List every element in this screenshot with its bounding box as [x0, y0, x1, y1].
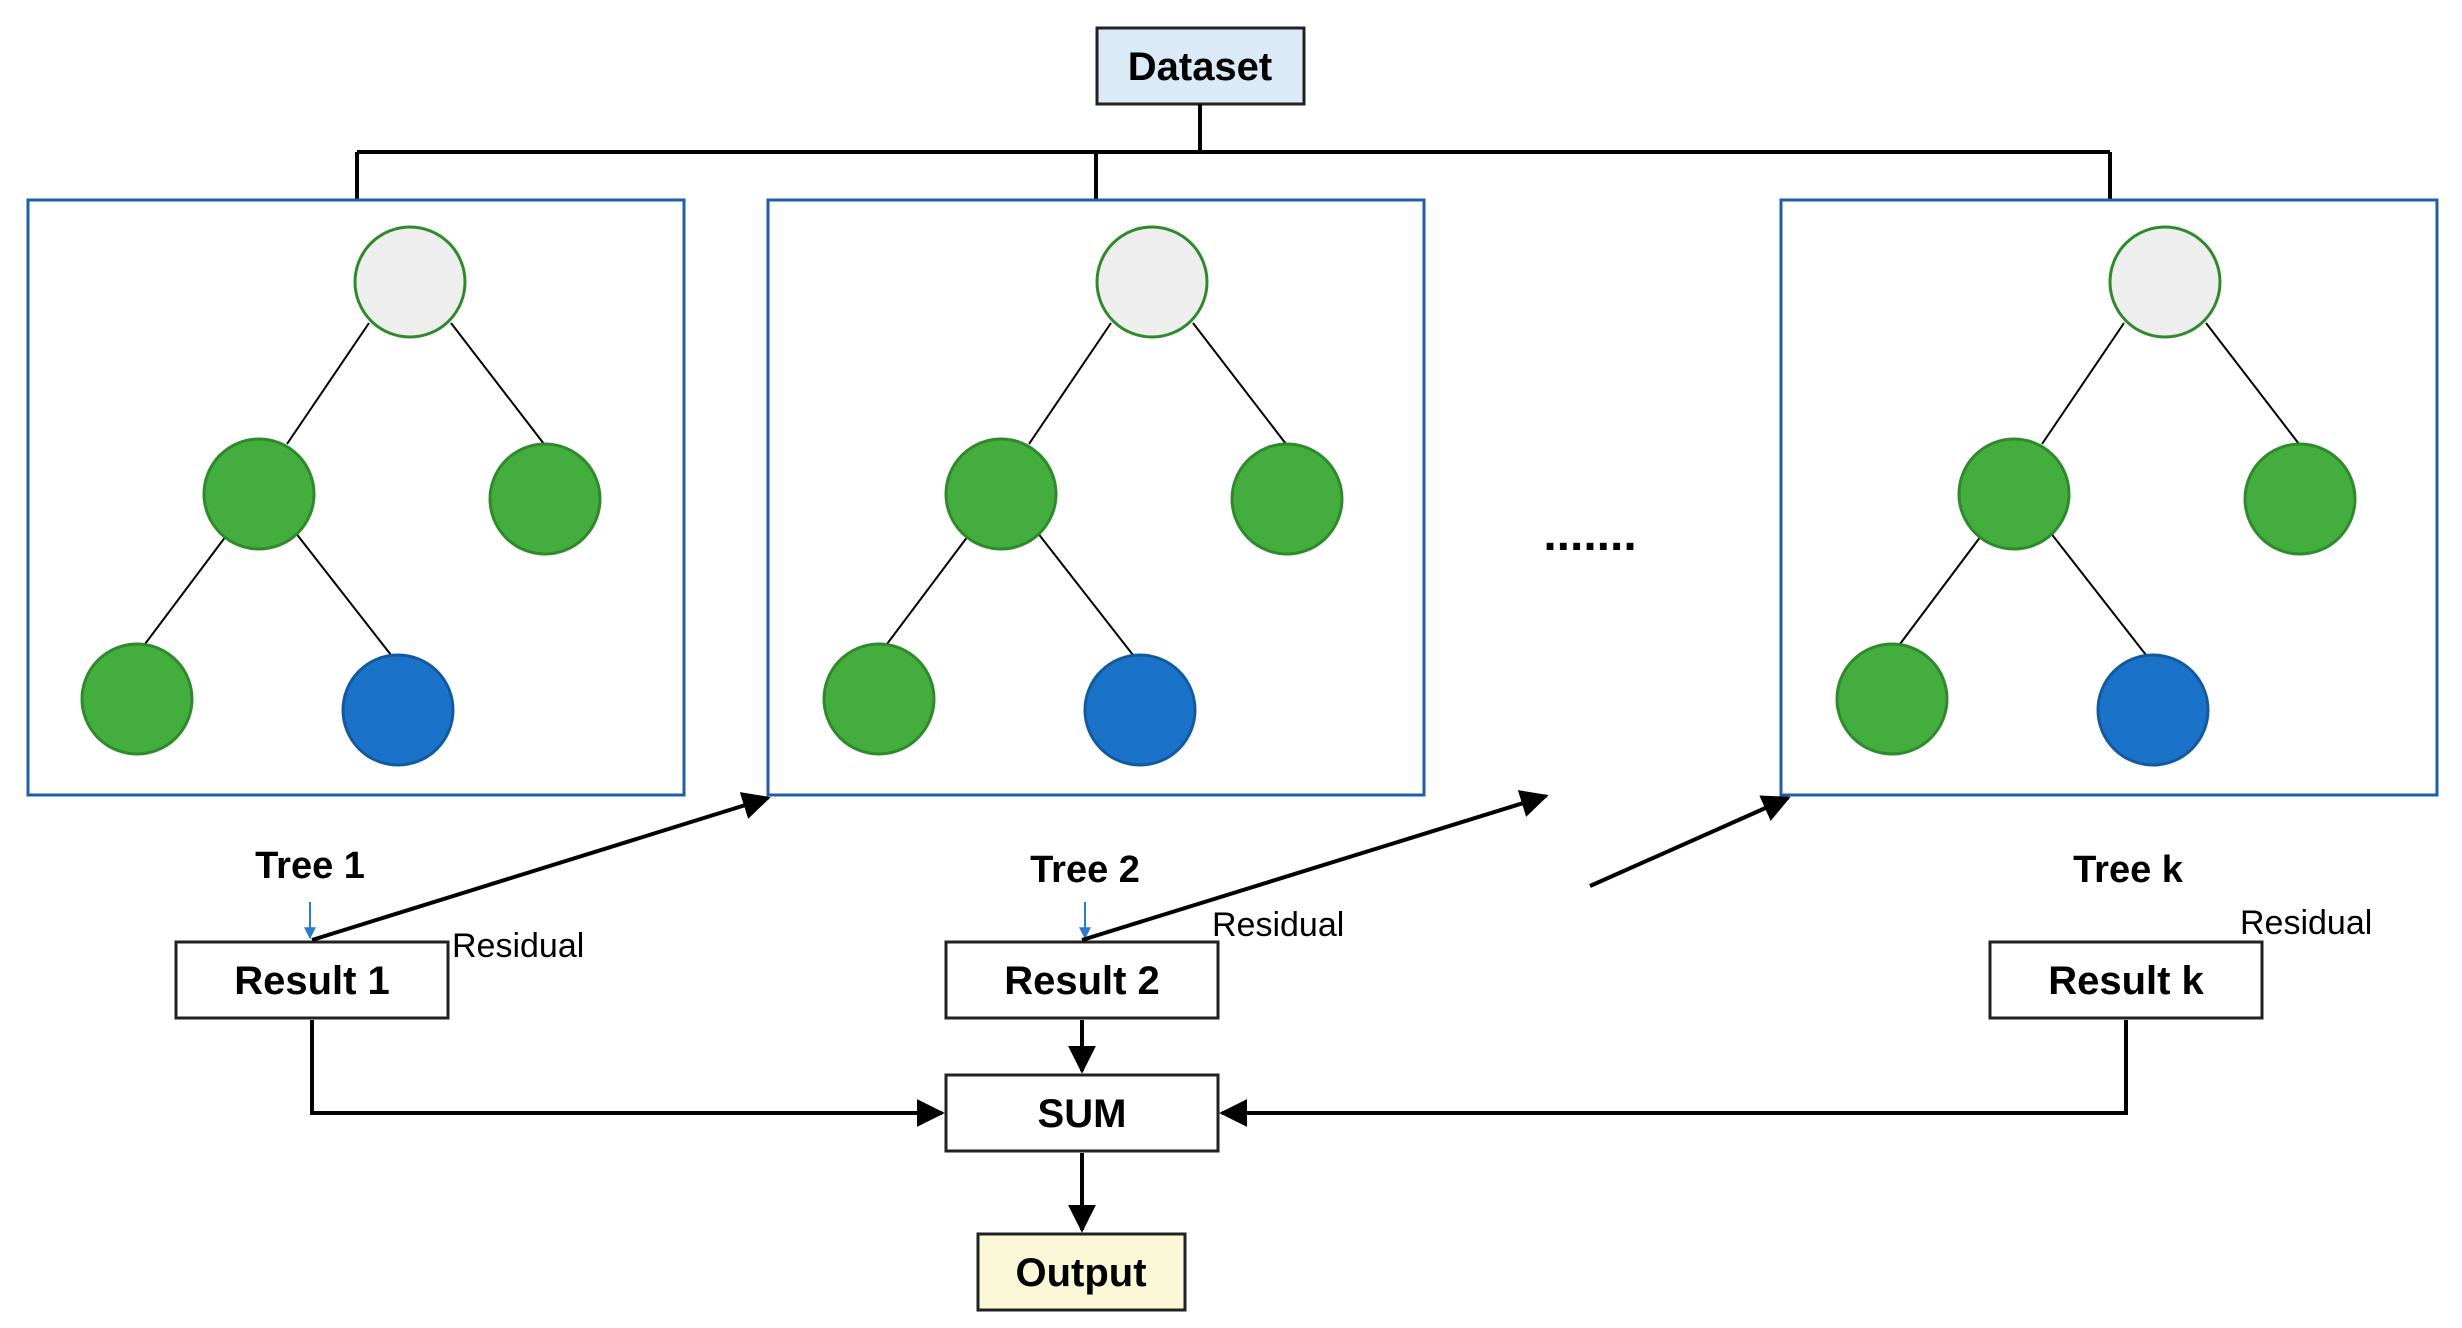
tree-1-left-node	[202, 437, 316, 551]
tree-frame-k	[1779, 198, 2439, 797]
residual-2-label: Residual	[1212, 906, 1344, 944]
output-label: Output	[1015, 1251, 1146, 1295]
tree-2-label: Tree 2	[1030, 849, 1140, 891]
tree-2-graph	[822, 225, 1344, 767]
result-k-to-sum-arrow	[1219, 1020, 2128, 1127]
ellipsis: .......	[1543, 508, 1636, 561]
tree-k-left-node	[1957, 437, 2071, 551]
result-1-node: Result 1	[174, 940, 450, 1020]
result-k-node: Result k	[1988, 940, 2264, 1020]
result-1-to-sum-arrow	[310, 1020, 945, 1127]
tree-2-left-right-leaf	[1083, 653, 1197, 767]
tree-1-left-left-leaf	[80, 642, 194, 756]
dataset-node: Dataset	[1095, 26, 1306, 106]
tree-k-left-right-leaf	[2096, 653, 2210, 767]
residual-k-label: Residual	[2240, 904, 2372, 942]
tree-frame-1	[26, 198, 686, 797]
tree-k-label: Tree k	[2073, 849, 2184, 891]
tree-1-graph	[80, 225, 602, 767]
dataset-label: Dataset	[1128, 45, 1273, 89]
tree-frame-2	[766, 198, 1426, 797]
tree-1-left-right-leaf	[341, 653, 455, 767]
residual-k-arrow	[1589, 795, 1791, 888]
residual-1-arrow	[311, 792, 771, 942]
tree-k-right-node	[2243, 442, 2357, 556]
tree-k-root-node	[2108, 225, 2222, 339]
dataset-connectors	[355, 104, 2112, 200]
sum-node: SUM	[944, 1073, 1220, 1153]
sum-label: SUM	[1038, 1092, 1127, 1136]
tree-1-label: Tree 1	[255, 845, 365, 887]
tree-k-graph	[1835, 225, 2357, 767]
result-k-label: Result k	[2048, 959, 2204, 1003]
tree-1-right-node	[488, 442, 602, 556]
tree-k-left-left-leaf	[1835, 642, 1949, 756]
result-2-node: Result 2	[944, 940, 1220, 1020]
result-2-label: Result 2	[1004, 959, 1160, 1003]
tree-2-root-node	[1095, 225, 1209, 339]
tree-2-right-node	[1230, 442, 1344, 556]
output-node: Output	[976, 1232, 1187, 1312]
residual-1-label: Residual	[452, 927, 584, 965]
result-1-label: Result 1	[234, 959, 390, 1003]
tree-2-left-left-leaf	[822, 642, 936, 756]
tree-1-root-node	[353, 225, 467, 339]
residual-2-arrow	[1081, 790, 1549, 942]
tree-2-left-node	[944, 437, 1058, 551]
